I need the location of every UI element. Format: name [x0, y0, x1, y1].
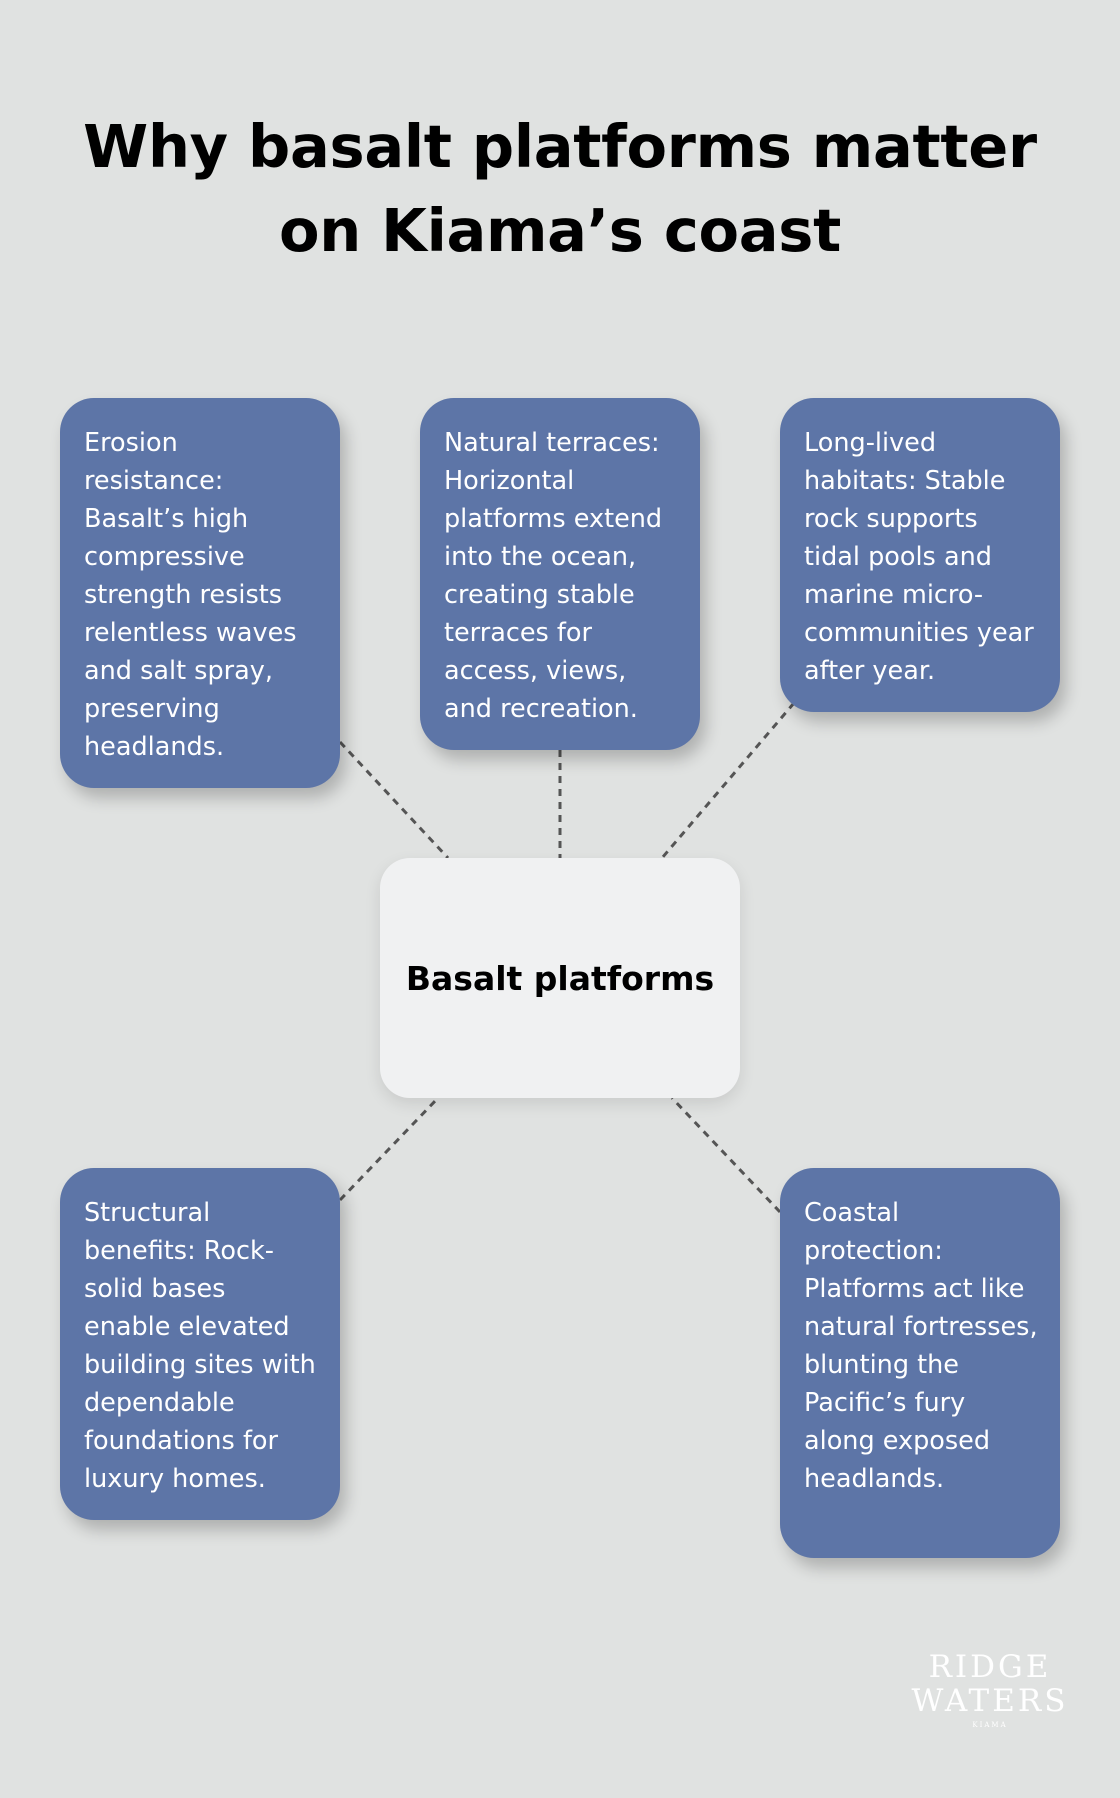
connector-habitats [660, 702, 796, 859]
connector-structural [338, 1096, 440, 1202]
center-label: Basalt platforms [405, 958, 715, 998]
card-text: Coastal protection: Platforms act like n… [804, 1198, 1038, 1494]
card-text: Erosion resistance: Basalt’s high compre… [84, 428, 297, 762]
connector-erosion [338, 740, 450, 860]
card-erosion-resistance: Erosion resistance: Basalt’s high compre… [60, 398, 340, 788]
brand-logo: RIDGE WATERS KIAMA [900, 1650, 1080, 1732]
logo-line-3: KIAMA [972, 1721, 1008, 1729]
logo-line-2: WATERS [911, 1683, 1069, 1719]
card-long-lived-habitats: Long-lived habitats: Stable rock support… [780, 398, 1060, 712]
center-node: Basalt platforms [380, 858, 740, 1098]
card-text: Natural terraces: Horizontal platforms e… [444, 428, 663, 724]
card-structural-benefits: Structural benefits: Rock-solid bases en… [60, 1168, 340, 1520]
card-text: Long-lived habitats: Stable rock support… [804, 428, 1034, 686]
card-coastal-protection: Coastal protection: Platforms act like n… [780, 1168, 1060, 1558]
connector-coastal [670, 1096, 782, 1214]
card-natural-terraces: Natural terraces: Horizontal platforms e… [420, 398, 700, 750]
card-text: Structural benefits: Rock-solid bases en… [84, 1198, 316, 1494]
logo-line-1: RIDGE [928, 1649, 1052, 1685]
page-title: Why basalt platforms matter on Kiama’s c… [83, 112, 1037, 265]
